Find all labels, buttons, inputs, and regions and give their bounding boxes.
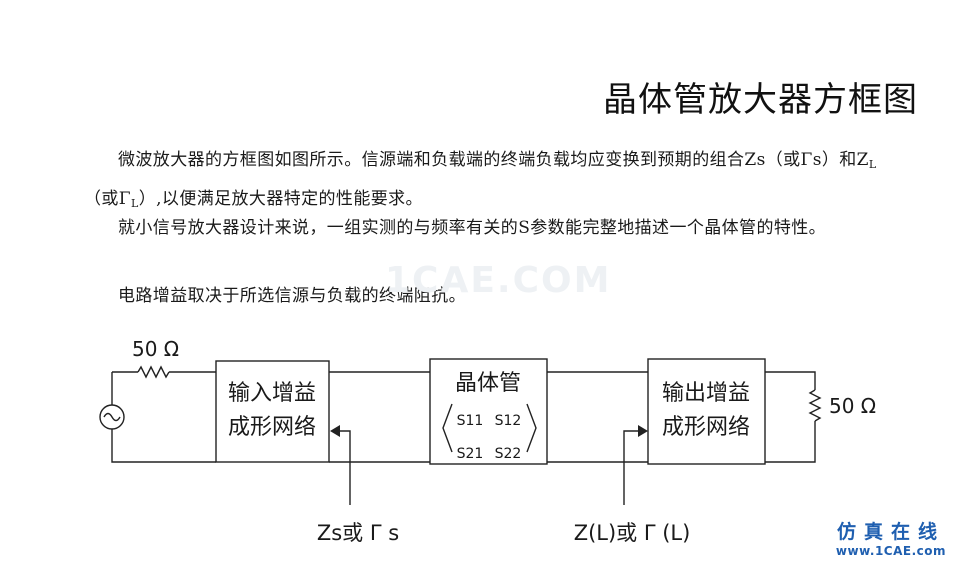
para1-text-d: ）,以便满足放大器特定的性能要求。: [138, 189, 423, 209]
transistor-title: 晶体管: [455, 371, 521, 396]
para2-text: 就小信号放大器设计来说，一组实测的与频率有关的S参数能完整地描述一个晶体管的特性…: [118, 218, 827, 238]
input-network-label-2: 成形网络: [228, 415, 316, 440]
para1-text-a: 微波放大器的方框图如图所示。信源端和负载端的终端负载均应变换到预期的组合Z: [118, 150, 757, 170]
source-reference-line: [332, 430, 351, 505]
source-impedance-label: 50 Ω: [132, 337, 179, 361]
paragraph-sparams: 就小信号放大器设计来说，一组实测的与频率有关的S参数能完整地描述一个晶体管的特性…: [84, 211, 899, 245]
page-title: 晶体管放大器方框图: [603, 80, 918, 120]
load-reflection-label: Z(L)或 Γ (L): [574, 521, 691, 545]
s21-label: S21: [457, 446, 484, 462]
load-top-wire: [765, 371, 816, 390]
output-network-box: [647, 358, 766, 465]
output-network-label-1: 输出增益: [662, 381, 750, 406]
load-impedance-label: 50 Ω: [829, 394, 876, 418]
para3-text: 电路增益取决于所选信源与负载的终端阻抗。: [118, 286, 466, 306]
load-resistor-icon: [808, 389, 822, 422]
transistor-bracket-right: [526, 403, 537, 453]
output-network-label-2: 成形网络: [662, 415, 750, 440]
para1-subscript-2: L: [131, 197, 139, 210]
para1-text-c: （或Γ: [84, 189, 131, 209]
source-arrow-icon: [330, 425, 340, 437]
para1-text-b: s（或Γs）和Z: [756, 150, 869, 170]
load-bottom-wire: [765, 421, 816, 463]
ground-wire: [111, 429, 216, 463]
paragraph-gain: 电路增益取决于所选信源与负载的终端阻抗。: [84, 279, 899, 313]
transistor-box: [429, 358, 548, 465]
site-logo-url: www.1CAE.com: [835, 544, 946, 558]
load-reference-line: [623, 430, 646, 505]
site-logo: 仿真在线 www.1CAE.com: [836, 517, 946, 558]
watermark: 1CAE.COM: [385, 260, 612, 301]
s11-label: S11: [457, 413, 484, 429]
site-logo-name: 仿真在线: [836, 521, 945, 543]
transistor-bracket-left: [442, 403, 453, 453]
load-arrow-icon: [638, 425, 648, 437]
source-resistor-icon: [137, 365, 170, 379]
s22-label: S22: [495, 446, 522, 462]
source-reflection-label: Zs或 Γ s: [317, 521, 399, 545]
input-network-label-1: 输入增益: [228, 381, 316, 406]
para1-subscript-1: L: [868, 158, 877, 171]
s12-label: S12: [495, 413, 522, 429]
input-network-box: [215, 360, 330, 463]
paragraph-intro: 微波放大器的方框图如图所示。信源端和负载端的终端负载均应变换到预期的组合Zs（或…: [84, 143, 899, 221]
ac-source-wave: [103, 412, 121, 422]
